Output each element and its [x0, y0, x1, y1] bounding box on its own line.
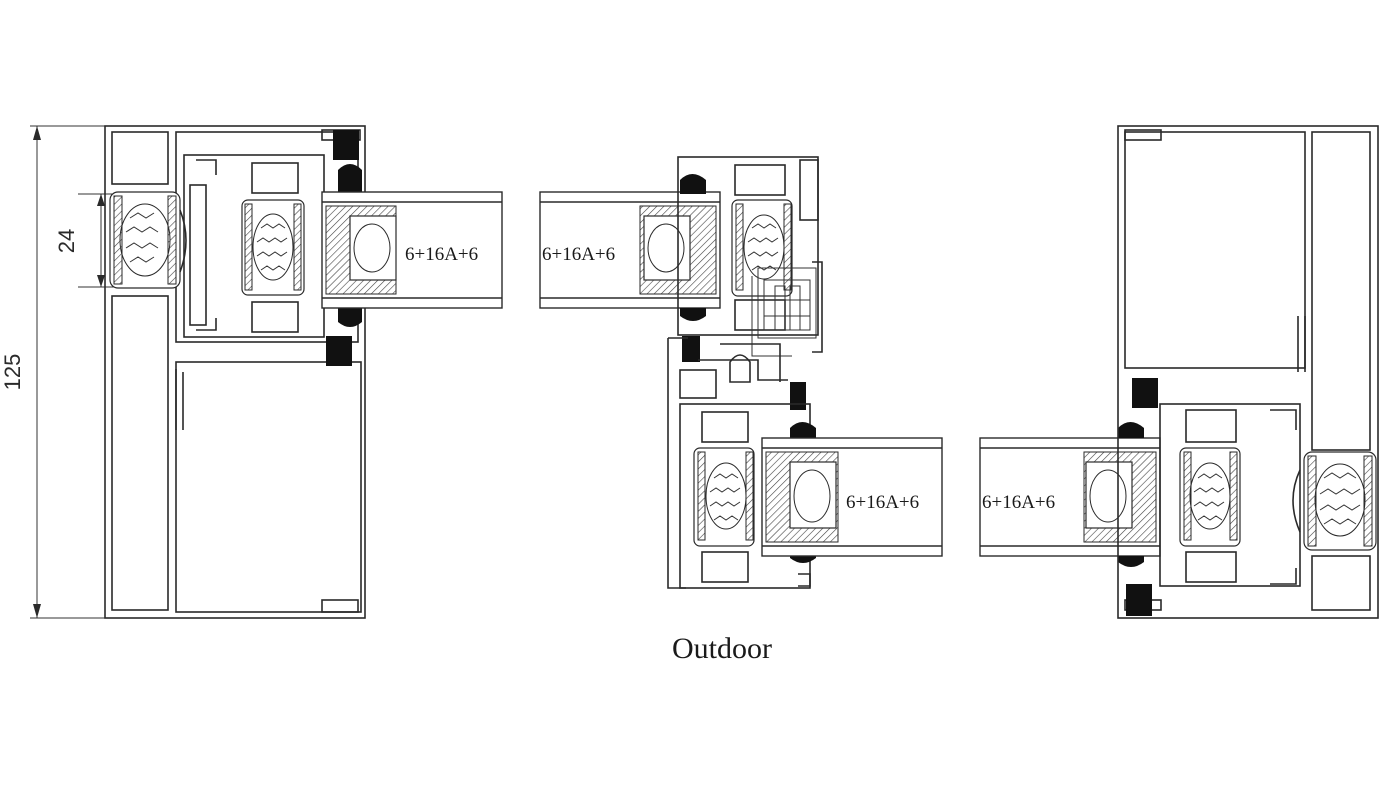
glass-label-1: 6+16A+6 [405, 244, 478, 265]
right-sash-profile [1159, 403, 1301, 587]
dimension-overall [30, 125, 105, 619]
dimension-overall-label: 125 [0, 354, 25, 391]
dimension-strip-label: 24 [54, 229, 79, 253]
glass-unit-4 [979, 437, 1161, 557]
glass-unit-3 [761, 437, 943, 557]
glazing-seal-center-top [680, 174, 706, 194]
dimension-strip [78, 193, 118, 288]
gasket-right-bottom [1126, 584, 1152, 616]
gasket-center-right [790, 382, 806, 410]
glazing-seal-right-bottom [1118, 556, 1144, 567]
glass-unit-1 [321, 191, 503, 309]
gasket-left-top [333, 130, 359, 160]
left-thermal-strip-outer [109, 191, 187, 289]
center-thermal-strip-upper [731, 199, 793, 297]
gasket-right-top [1132, 378, 1158, 408]
glass-label-3: 6+16A+6 [846, 492, 919, 513]
left-thermal-strip-inner [241, 199, 305, 296]
right-frame-profile [1117, 125, 1379, 619]
gasket-left-bottom [326, 336, 352, 366]
gasket-center-left [682, 336, 700, 362]
glazing-seal-left-bottom [338, 308, 362, 327]
center-hardware [751, 267, 817, 357]
right-thermal-strip-inner [1179, 447, 1241, 547]
glass-label-4: 6+16A+6 [982, 492, 1055, 513]
right-thermal-strip-outer [1292, 451, 1377, 551]
glazing-seal-right-top [1118, 422, 1144, 438]
center-thermal-strip-lower [693, 447, 755, 547]
glazing-seal-center-lower-top [790, 422, 816, 438]
glazing-seal-center-mid [680, 308, 706, 321]
outdoor-caption: Outdoor [672, 632, 772, 665]
glazing-seal-left-top [338, 164, 362, 192]
center-upper-sash-profile [677, 156, 823, 353]
glass-label-2: 6+16A+6 [542, 244, 615, 265]
